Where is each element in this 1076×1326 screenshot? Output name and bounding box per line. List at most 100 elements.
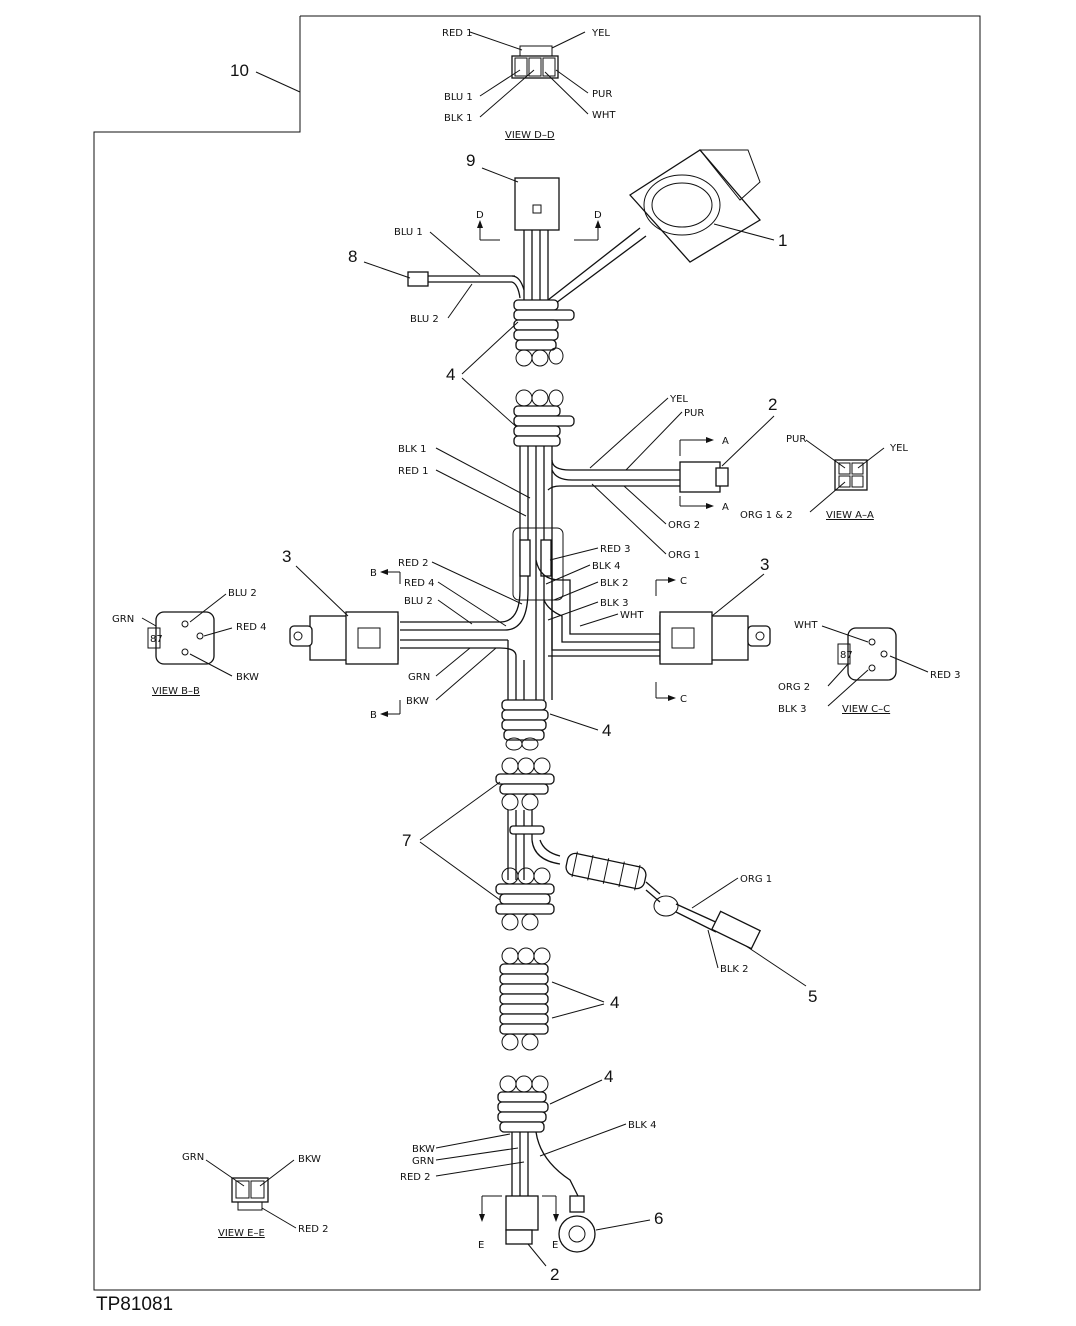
drawing-border xyxy=(93,15,981,1291)
wire-blk1: BLK 1 xyxy=(398,444,427,455)
wire-yel: YEL xyxy=(669,394,688,405)
component-1 xyxy=(547,149,761,307)
wrap-bottom xyxy=(497,1075,579,1197)
svg-text:B: B xyxy=(370,710,377,721)
view-d-wire-pur: PUR xyxy=(592,89,612,100)
wire-org2: ORG 2 xyxy=(668,520,700,531)
svg-text:A: A xyxy=(722,436,729,447)
view-c-wire-red3: RED 3 xyxy=(930,670,961,681)
callout-9: 9 xyxy=(466,151,475,170)
wire-wht-mid: WHT xyxy=(620,610,644,621)
view-e-wire-bkw: BKW xyxy=(298,1154,321,1165)
wire-red4: RED 4 xyxy=(404,578,435,589)
view-e-title: VIEW E–E xyxy=(218,1228,265,1239)
connector-5-branch xyxy=(565,851,762,950)
view-a-wire-yel: YEL xyxy=(889,443,908,454)
view-b-title: VIEW B–B xyxy=(152,686,200,697)
view-a-wire-pur: PUR xyxy=(786,434,806,445)
view-e-wire-red2: RED 2 xyxy=(298,1224,329,1235)
view-b-pin: 87 xyxy=(150,634,163,645)
view-e-wire-grn: GRN xyxy=(182,1152,204,1163)
callout-1: 1 xyxy=(778,231,787,250)
wire-grn-bottom: GRN xyxy=(412,1156,434,1167)
view-b-wire-bkw: BKW xyxy=(236,672,259,683)
wire-blk2-mid: BLK 2 xyxy=(600,578,629,589)
svg-text:E: E xyxy=(552,1240,558,1251)
view-d-title: VIEW D–D xyxy=(505,130,555,141)
view-d-wire-blu1: BLU 1 xyxy=(444,92,473,103)
wire-bkw-bottom: BKW xyxy=(412,1144,435,1155)
wire-blk2-low: BLK 2 xyxy=(720,964,749,975)
view-c-wire-wht: WHT xyxy=(794,620,818,631)
wrap-middle xyxy=(501,699,549,751)
wire-bkw-mid: BKW xyxy=(406,696,429,707)
relay-right xyxy=(535,559,771,665)
wrap-lower-a xyxy=(495,757,561,931)
view-d-d: RED 1 YEL BLU 1 BLK 1 PUR WHT VIEW D–D xyxy=(442,28,616,141)
view-d-wire-yel: YEL xyxy=(591,28,610,39)
figure-id: TP81081 xyxy=(96,1294,174,1315)
view-c-pin: 87 xyxy=(840,650,853,661)
wire-pur: PUR xyxy=(684,408,704,419)
callout-5: 5 xyxy=(808,987,817,1006)
wire-red3: RED 3 xyxy=(600,544,631,555)
fuse-holder xyxy=(512,527,564,601)
relay-left xyxy=(289,589,529,665)
view-b-wire-blu2: BLU 2 xyxy=(228,588,257,599)
section-b-markers: B B xyxy=(370,568,401,721)
view-c-wire-blk3: BLK 3 xyxy=(778,704,807,715)
view-d-wire-blk1: BLK 1 xyxy=(444,113,473,124)
svg-text:D: D xyxy=(476,210,484,221)
connector-2-lower: E E xyxy=(478,1195,559,1251)
callout-7: 7 xyxy=(402,831,411,850)
svg-text:B: B xyxy=(370,568,377,579)
callout-6: 6 xyxy=(654,1209,663,1228)
view-b-b: 87 BLU 2 GRN RED 4 BKW VIEW B–B xyxy=(112,588,267,697)
view-b-wire-grn: GRN xyxy=(112,614,134,625)
callout-2-top: 2 xyxy=(768,395,777,414)
wrap-lower-b xyxy=(499,947,551,1051)
svg-text:C: C xyxy=(680,694,687,705)
wire-org1-low: ORG 1 xyxy=(740,874,772,885)
view-e-e: GRN BKW RED 2 VIEW E–E xyxy=(182,1152,329,1239)
callout-3-left: 3 xyxy=(282,547,291,566)
svg-text:A: A xyxy=(722,502,729,513)
wrap-top-1 xyxy=(513,299,575,367)
svg-text:C: C xyxy=(680,576,687,587)
callout-10: 10 xyxy=(230,61,249,80)
connector-9 xyxy=(514,177,560,300)
view-a-wire-org: ORG 1 & 2 xyxy=(740,510,793,521)
connector-2-upper: A A xyxy=(547,436,729,513)
wire-blu2-mid: BLU 2 xyxy=(404,596,433,607)
view-c-title: VIEW C–C xyxy=(842,704,890,715)
wire-red1: RED 1 xyxy=(398,466,429,477)
wire-blu1-top: BLU 1 xyxy=(394,227,423,238)
callout-4-top: 4 xyxy=(446,365,455,384)
wire-blk4-bottom: BLK 4 xyxy=(628,1120,657,1131)
view-d-wire-red1: RED 1 xyxy=(442,28,473,39)
wire-org1: ORG 1 xyxy=(668,550,700,561)
section-d-markers: D D xyxy=(476,210,602,241)
view-c-wire-org2: ORG 2 xyxy=(778,682,810,693)
wire-red2-mid: RED 2 xyxy=(398,558,429,569)
callout-8: 8 xyxy=(348,247,357,266)
svg-text:E: E xyxy=(478,1240,484,1251)
callout-4-bottom: 4 xyxy=(604,1067,613,1086)
callout-3-right: 3 xyxy=(760,555,769,574)
callout-4-mid: 4 xyxy=(602,721,611,740)
wire-blu2-top: BLU 2 xyxy=(410,314,439,325)
svg-text:D: D xyxy=(594,210,602,221)
view-a-title: VIEW A–A xyxy=(826,510,874,521)
callout-2-bottom: 2 xyxy=(550,1265,559,1284)
view-c-c: 87 WHT RED 3 ORG 2 BLK 3 VIEW C–C xyxy=(778,620,961,715)
wrap-top-2 xyxy=(513,389,575,447)
ring-terminal-6 xyxy=(558,1195,596,1253)
section-c-markers: C C xyxy=(655,576,687,705)
connector-8 xyxy=(407,271,525,299)
view-d-wire-wht: WHT xyxy=(592,110,616,121)
wire-red2-bottom: RED 2 xyxy=(400,1172,431,1183)
view-a-a: PUR YEL ORG 1 & 2 VIEW A–A xyxy=(740,434,908,521)
wire-grn-mid: GRN xyxy=(408,672,430,683)
callout-4-lower: 4 xyxy=(610,993,619,1012)
wire-blk4-mid: BLK 4 xyxy=(592,561,621,572)
